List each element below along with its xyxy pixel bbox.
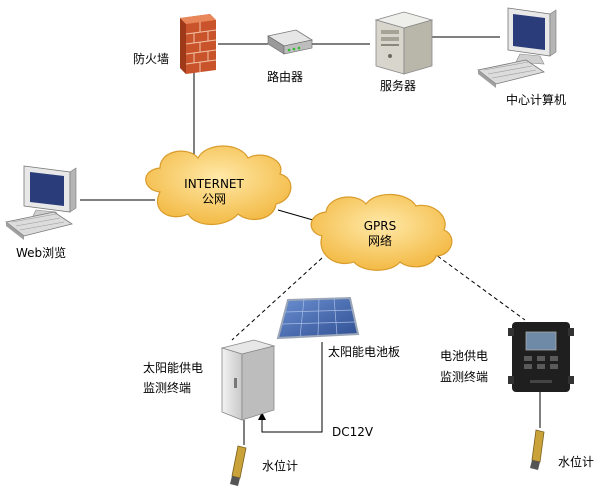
link-gprs-battery-terminal <box>431 251 526 321</box>
server-tower-icon <box>374 11 434 75</box>
battery-terminal-label-line2: 监测终端 <box>440 369 488 384</box>
solar-panel-icon <box>276 296 360 340</box>
gprs-label-line2: 网络 <box>368 233 392 248</box>
solar-terminal-label-line1: 太阳能供电 <box>143 360 203 375</box>
router-label: 路由器 <box>267 69 303 84</box>
connection-lines <box>80 36 541 445</box>
water-gauge-right-label: 水位计 <box>558 454 594 469</box>
center-computer-label: 中心计算机 <box>506 92 566 107</box>
solar-panel-label: 太阳能电池板 <box>328 344 400 359</box>
solar-terminal-label-line2: 监测终端 <box>143 380 191 395</box>
water-level-sensor-icon <box>530 429 545 470</box>
server-label: 服务器 <box>380 78 416 93</box>
water-gauge-left-label: 水位计 <box>262 458 298 473</box>
web-browse-label: Web浏览 <box>16 245 66 260</box>
dc12v-label: DC12V <box>332 425 374 439</box>
gprs-cloud: GPRS 网络 <box>310 193 453 271</box>
battery-terminal-icon <box>508 322 574 392</box>
link-gprs-solar-terminal <box>231 257 323 341</box>
dc12v-arrowhead <box>258 412 266 420</box>
battery-terminal-label-line1: 电池供电 <box>440 349 488 363</box>
link-dc12v-power <box>261 342 323 433</box>
firewall-label: 防火墙 <box>133 51 169 66</box>
internet-label-line2: 公网 <box>202 192 226 206</box>
brick-wall-icon <box>180 14 217 74</box>
router-icon <box>266 29 314 55</box>
internet-cloud: INTERNET 公网 <box>145 145 292 225</box>
desktop-computer-icon <box>477 7 557 88</box>
terminal-cabinet-icon <box>220 339 276 421</box>
water-level-sensor-icon <box>230 445 247 486</box>
desktop-computer-icon <box>5 165 77 240</box>
internet-label-line1: INTERNET <box>184 177 244 191</box>
gprs-label-line1: GPRS <box>364 219 397 233</box>
